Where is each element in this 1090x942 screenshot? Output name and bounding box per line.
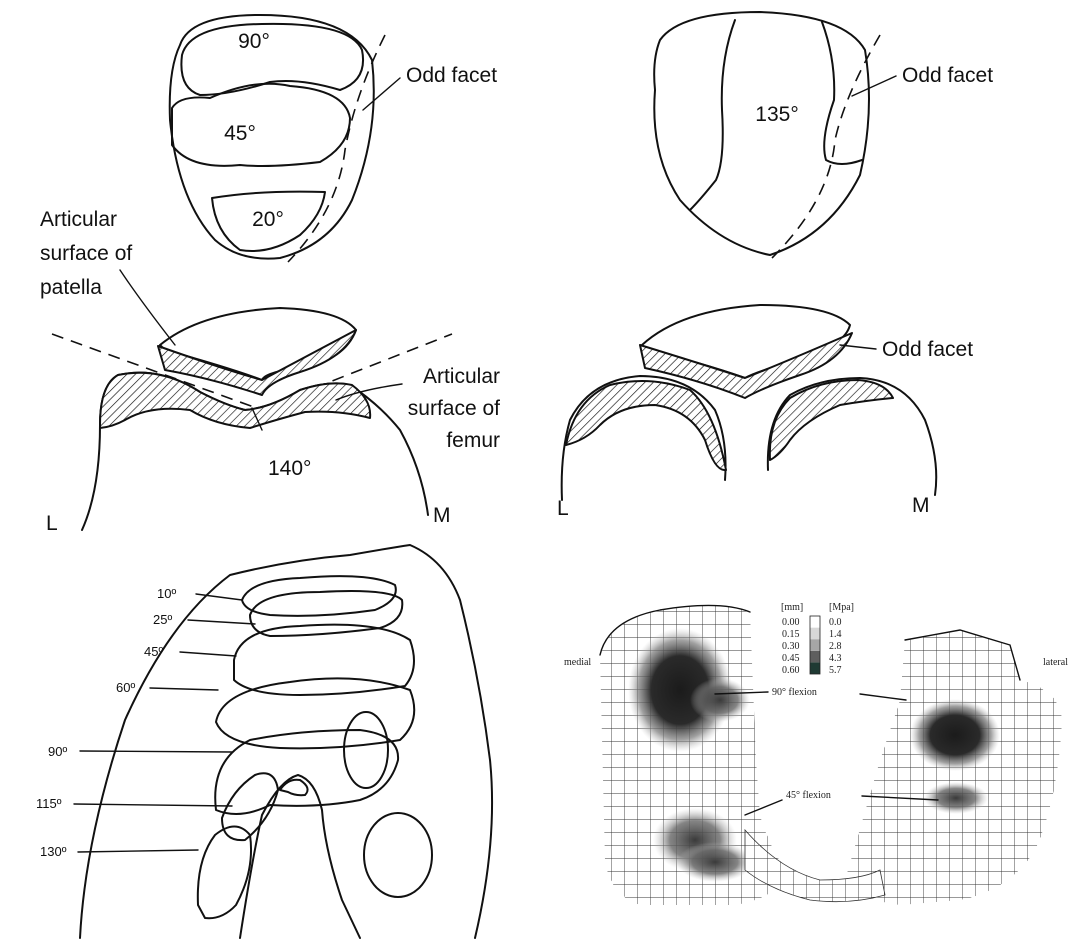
label-45: 45°: [224, 122, 256, 145]
legend-mpa-0: 0.0: [829, 617, 842, 628]
odd-facet-pointer-b: [852, 76, 896, 96]
label-femur-1: Articular: [423, 365, 500, 388]
label-140: 140°: [268, 457, 311, 480]
legend-mm-2: 0.30: [782, 641, 800, 652]
legend-mpa-2: 2.8: [829, 641, 842, 652]
panel-e-femur-contacts: 10º 25º 45º 60º 90º 115º 130º: [36, 545, 492, 938]
contact-45: [172, 84, 350, 166]
angle-label-90: 90º: [48, 744, 67, 759]
label-patella-3: patella: [40, 276, 102, 299]
panel-f-contact-map: [mm] [Mpa] 0.00 0.15 0.30 0.45 0.60 0.0 …: [564, 595, 1070, 920]
pointer-patella-surface: [120, 270, 175, 345]
legend-mm-4: 0.60: [782, 665, 800, 676]
odd-facet-pointer-a: [363, 78, 400, 110]
contact-10: [242, 576, 396, 616]
label-90-flexion: 90° flexion: [772, 687, 817, 698]
label-135: 135°: [755, 103, 798, 126]
condyle-right-articular: [770, 380, 893, 460]
odd-facet-pointer-d: [840, 345, 876, 349]
legend-mm-1: 0.15: [782, 629, 800, 640]
angle-label-130: 130º: [40, 844, 67, 859]
legend-mpa-4: 5.7: [829, 665, 842, 676]
angle-label-60: 60º: [116, 680, 135, 695]
label-M-c: M: [433, 504, 451, 527]
odd-facet-ridge-b: [772, 35, 880, 258]
label-45-flexion: 45° flexion: [786, 790, 831, 801]
legend-unit-mm: [mm]: [781, 602, 803, 613]
legend-swatch-4: [810, 662, 820, 674]
legend-mpa-1: 1.4: [829, 629, 842, 640]
angle-label-115: 115º: [36, 796, 62, 811]
legend-mm-0: 0.00: [782, 617, 800, 628]
legend-swatch-0: [810, 616, 820, 628]
label-femur-3: femur: [446, 429, 500, 452]
legend: [810, 616, 820, 674]
label-20: 20°: [252, 208, 284, 231]
condyle-oval-1: [344, 712, 388, 788]
legend-mpa-3: 4.3: [829, 653, 842, 664]
contact-135-left: [690, 20, 735, 210]
label-L-d: L: [557, 497, 569, 520]
legend-unit-mpa: [Mpa]: [829, 602, 854, 613]
legend-mm-3: 0.45: [782, 653, 800, 664]
label-patella-2: surface of: [40, 242, 132, 265]
label-femur-2: surface of: [408, 397, 500, 420]
odd-facet-label-a: Odd facet: [406, 64, 497, 87]
odd-facet-label-b: Odd facet: [902, 64, 993, 87]
panel-b-patella: 135° Odd facet: [654, 12, 993, 258]
label-L-c: L: [46, 512, 58, 535]
femur-outline-e: [80, 545, 492, 938]
legend-swatch-2: [810, 639, 820, 651]
condyle-oval-2: [364, 813, 432, 897]
contact-135-right: [822, 22, 862, 164]
panel-a-patella: 90° 45° 20° Odd facet: [170, 15, 498, 262]
label-90: 90°: [238, 30, 270, 53]
angle-label-10: 10º: [157, 586, 176, 601]
label-lateral: lateral: [1043, 657, 1068, 668]
legend-swatch-3: [810, 651, 820, 663]
odd-facet-label-d: Odd facet: [882, 338, 973, 361]
panel-d-axial-section: Odd facet L M: [557, 305, 973, 520]
label-medial: medial: [564, 657, 591, 668]
notch-outline-e: [240, 775, 360, 938]
angle-label-45: 45º: [144, 644, 163, 659]
label-patella-1: Articular: [40, 208, 117, 231]
label-M-d: M: [912, 494, 930, 517]
contact-115: [222, 773, 278, 840]
panel-c-axial-section: Articular surface of patella Articular s…: [40, 208, 500, 535]
angle-label-25: 25º: [153, 612, 172, 627]
legend-swatch-1: [810, 628, 820, 640]
